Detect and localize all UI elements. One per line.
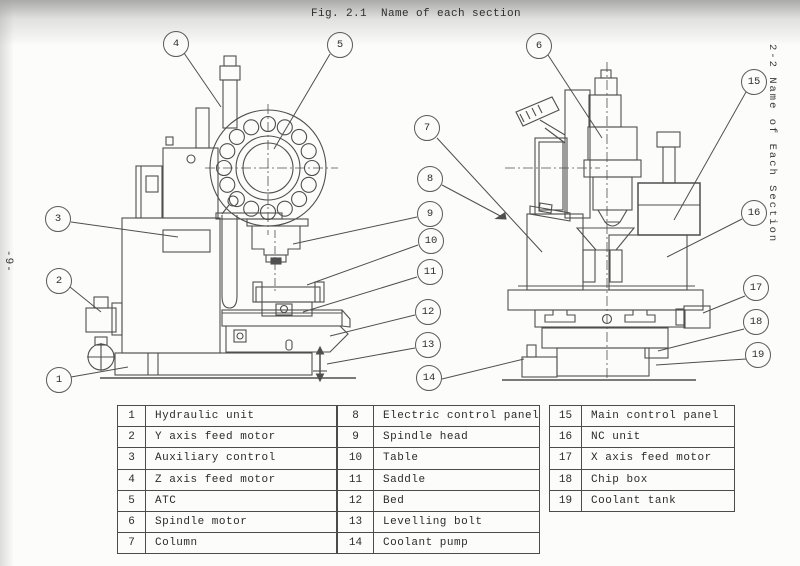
figure-title: Fig. 2.1 Name of each section: [311, 8, 522, 20]
callout-19: 19: [745, 342, 771, 368]
callout-10: 10: [418, 228, 444, 254]
callout-15: 15: [741, 69, 767, 95]
callout-1: 1: [46, 367, 72, 393]
chapter-side-label: 2-2 Name of Each Section: [766, 44, 778, 244]
callout-8: 8: [417, 166, 443, 192]
page-number: -9-: [2, 250, 14, 273]
callout-7: 7: [414, 115, 440, 141]
callout-14: 14: [416, 365, 442, 391]
callout-17: 17: [743, 275, 769, 301]
callout-5: 5: [327, 32, 353, 58]
callout-2: 2: [46, 268, 72, 294]
callout-11: 11: [417, 259, 443, 285]
callout-9: 9: [417, 201, 443, 227]
callout-18: 18: [743, 309, 769, 335]
callout-4: 4: [163, 31, 189, 57]
callout-3: 3: [45, 206, 71, 232]
callout-12: 12: [415, 299, 441, 325]
front-view-drawing: [85, 55, 356, 383]
callout-13: 13: [415, 332, 441, 358]
leader-lines: [69, 52, 747, 380]
callout-6: 6: [526, 33, 552, 59]
side-view-drawing: [502, 62, 711, 381]
callout-16: 16: [741, 200, 767, 226]
